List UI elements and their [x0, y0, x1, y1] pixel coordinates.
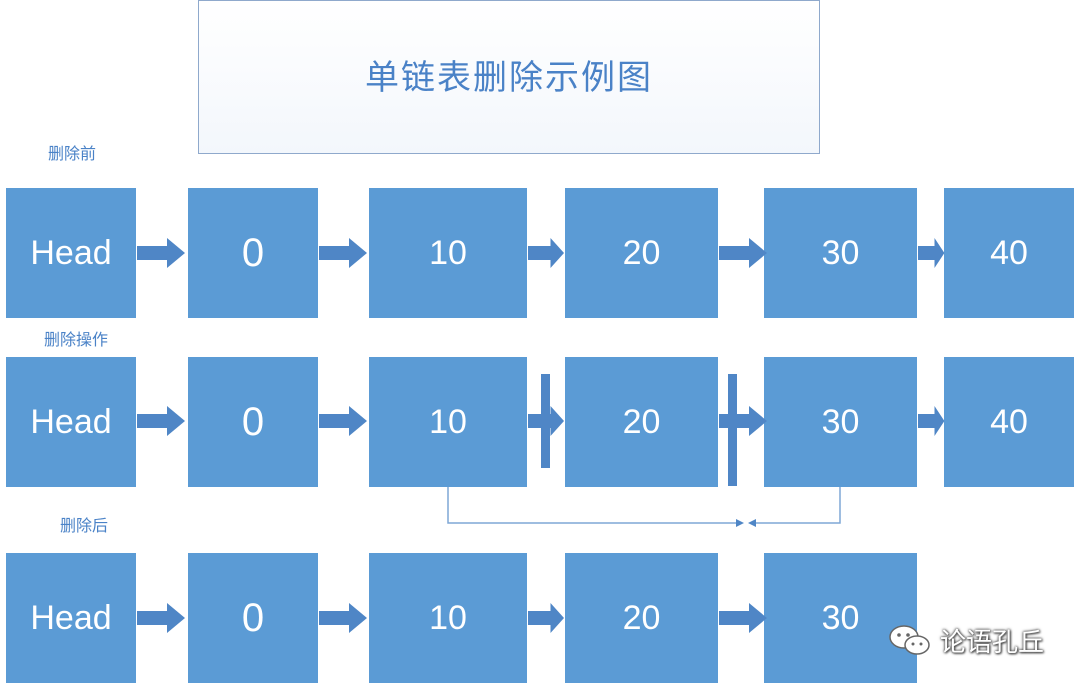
arrow-20-30	[719, 406, 767, 436]
arrow-30-40	[918, 238, 945, 268]
arrow-20-30	[719, 238, 767, 268]
diagram-title: 单链表删除示例图	[365, 57, 653, 98]
node-head: Head	[6, 357, 136, 487]
wechat-icon	[889, 624, 930, 655]
node-40: 40	[944, 188, 1074, 318]
node-10: 10	[369, 188, 527, 318]
arrow-10-20	[528, 603, 564, 633]
arrow-10-20	[528, 238, 564, 268]
node-20: 20	[565, 188, 718, 318]
cut-marker-10-20	[541, 374, 550, 468]
arrow-head-0	[137, 238, 185, 268]
bypass-line-left	[447, 487, 740, 524]
row-label-after: 删除后	[60, 516, 109, 535]
arrow-30-40	[918, 406, 945, 436]
node-40: 40	[944, 357, 1074, 487]
arrow-0-10	[319, 603, 367, 633]
node-head: Head	[6, 188, 136, 318]
bypass-arrowhead-left	[748, 519, 756, 527]
node-30: 30	[764, 553, 917, 683]
arrow-0-10	[319, 406, 367, 436]
row-label-before: 删除前	[48, 144, 97, 163]
node-head: Head	[6, 553, 136, 683]
node-10: 10	[369, 357, 527, 487]
node-0: 0	[188, 188, 318, 318]
row-label-operation: 删除操作	[44, 330, 109, 349]
arrow-0-10	[319, 238, 367, 268]
node-20: 20	[565, 553, 718, 683]
node-30: 30	[764, 188, 917, 318]
watermark: 论语孔丘	[888, 622, 1044, 659]
bypass-arrowhead-right	[736, 519, 744, 527]
node-0: 0	[188, 357, 318, 487]
node-20: 20	[565, 357, 718, 487]
node-10: 10	[369, 553, 527, 683]
title-box: 单链表删除示例图	[198, 0, 820, 154]
node-30: 30	[764, 357, 917, 487]
watermark-text: 论语孔丘	[940, 628, 1045, 658]
node-0: 0	[188, 553, 318, 683]
arrow-head-0	[137, 603, 185, 633]
bypass-line-right	[752, 487, 841, 524]
arrow-head-0	[137, 406, 185, 436]
arrow-20-30	[719, 603, 767, 633]
cut-marker-20-30	[728, 374, 737, 486]
